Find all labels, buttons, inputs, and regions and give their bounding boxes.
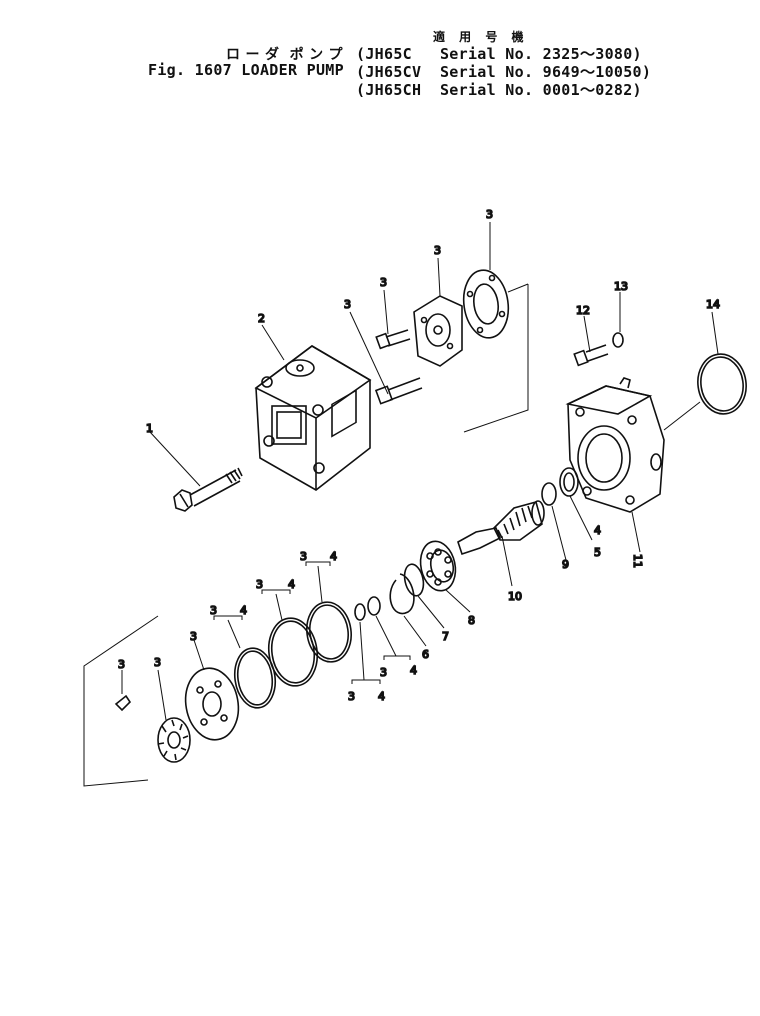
- ring-plate-part-3: [462, 269, 510, 339]
- callout-11: 11: [631, 554, 644, 568]
- applicable-models-label: 適 用 号 機: [433, 30, 529, 44]
- o-ring-part-14: [697, 353, 747, 415]
- figure-title: Fig. 1607 LOADER PUMP: [148, 61, 344, 79]
- washer-part-13: [612, 332, 624, 348]
- leader-3-4c: [317, 565, 323, 603]
- o-ring-part-3-4c-inner: [236, 650, 274, 706]
- leader-line-7: [417, 595, 445, 629]
- bracket-upper-link: [507, 283, 529, 293]
- rear-housing-part-11: [565, 377, 665, 513]
- callout-3f: 3: [154, 656, 161, 669]
- bracket-3-4a: [383, 655, 411, 660]
- leader-line-4-5: [569, 495, 593, 541]
- callout-3a: 3: [344, 298, 351, 311]
- callout-3e: 3: [190, 630, 197, 643]
- callout-3l: 3: [348, 690, 355, 703]
- callout-9: 9: [562, 558, 569, 571]
- o-ring-part-3-4b: [267, 617, 319, 687]
- shaft-part-10: [457, 500, 545, 556]
- leader-line-3c: [437, 257, 441, 297]
- japanese-title: ロ ー ダ ポ ン プ: [226, 47, 343, 63]
- pump-body-part-2: [254, 345, 372, 491]
- rotor-part-3: [157, 717, 191, 763]
- callout-3c: 3: [434, 244, 441, 257]
- leader-line-3a: [349, 311, 389, 395]
- leader-3-4d: [275, 593, 283, 621]
- bolt-part-3-upper: [374, 329, 423, 405]
- o-ring-part-3-4c: [233, 647, 277, 709]
- leader-line-2: [261, 324, 285, 361]
- snap-ring-part-6: [389, 573, 415, 615]
- housing-to-oring-line: [663, 401, 701, 431]
- flange-plate-part-3: [413, 295, 463, 367]
- callout-3d: 3: [486, 208, 493, 221]
- callout-3i: 3: [256, 578, 263, 591]
- bracket-3-4d: [261, 589, 291, 594]
- bracket-lower-left: [83, 615, 159, 787]
- serial-line-jh65c: (JH65C Serial No. 2325～3080): [356, 45, 642, 63]
- callout-10: 10: [508, 590, 522, 603]
- small-ring-part-3-4b: [354, 603, 366, 621]
- callout-4e: 4: [410, 664, 417, 677]
- callout-2: 2: [258, 312, 265, 325]
- leader-3-4e: [227, 619, 241, 649]
- callout-3j: 3: [210, 604, 217, 617]
- bolt-part-12: [573, 344, 609, 367]
- callout-14: 14: [706, 298, 720, 311]
- callout-5: 5: [594, 546, 601, 559]
- bracket-3-4b: [351, 679, 381, 684]
- callout-3k: 3: [380, 666, 387, 679]
- callout-4b: 4: [330, 550, 337, 563]
- leader-line-3b: [383, 289, 389, 335]
- leader-line-12: [583, 315, 591, 353]
- o-ring-part-3-4a: [306, 601, 352, 663]
- callout-4f: 4: [378, 690, 385, 703]
- o-ring-part-3-4a-inner: [309, 604, 349, 660]
- gear-plate-part-3: [184, 667, 240, 741]
- callout-12: 12: [576, 304, 590, 317]
- bolt-part-1: [173, 467, 243, 512]
- callout-7: 7: [442, 630, 449, 643]
- callout-8: 8: [468, 614, 475, 627]
- callout-3h: 3: [300, 550, 307, 563]
- leader-line-3f: [157, 669, 167, 721]
- o-ring-part-3-4b-inner: [270, 620, 316, 684]
- leader-3-4b: [359, 621, 365, 681]
- leader-3-4a: [375, 615, 397, 657]
- bearing-part-8: [419, 540, 457, 592]
- callout-13: 13: [614, 280, 628, 293]
- key-part-3: [114, 694, 132, 712]
- serial-line-jh65ch: (JH65CH Serial No. 0001～0282): [356, 81, 642, 99]
- leader-line-10: [501, 535, 513, 587]
- serial-line-jh65cv: (JH65CV Serial No. 9649～10050): [356, 63, 652, 81]
- leader-line-9: [551, 505, 567, 561]
- o-ring-part-14-inner: [700, 356, 744, 412]
- ring-part-9: [541, 482, 557, 506]
- leader-line-8: [445, 589, 471, 613]
- callout-4c: 4: [288, 578, 295, 591]
- small-ring-part-3-4a: [367, 596, 381, 616]
- callout-3g: 3: [118, 658, 125, 671]
- leader-line-1: [149, 431, 201, 487]
- ring-part-7: [403, 563, 425, 597]
- bracket-3-4e: [213, 615, 243, 620]
- callout-1: 1: [146, 422, 153, 435]
- leader-line-6: [403, 615, 427, 647]
- callout-4: 4: [594, 524, 601, 537]
- callout-6: 6: [422, 648, 429, 661]
- leader-line-3e: [193, 639, 205, 671]
- leader-line-14: [711, 311, 719, 355]
- leader-line-11: [631, 511, 641, 553]
- seal-part-4-5: [559, 467, 579, 497]
- bracket-upper-right: [463, 284, 529, 433]
- callout-3b: 3: [380, 276, 387, 289]
- bracket-3-4c: [305, 561, 331, 566]
- callout-4d: 4: [240, 604, 247, 617]
